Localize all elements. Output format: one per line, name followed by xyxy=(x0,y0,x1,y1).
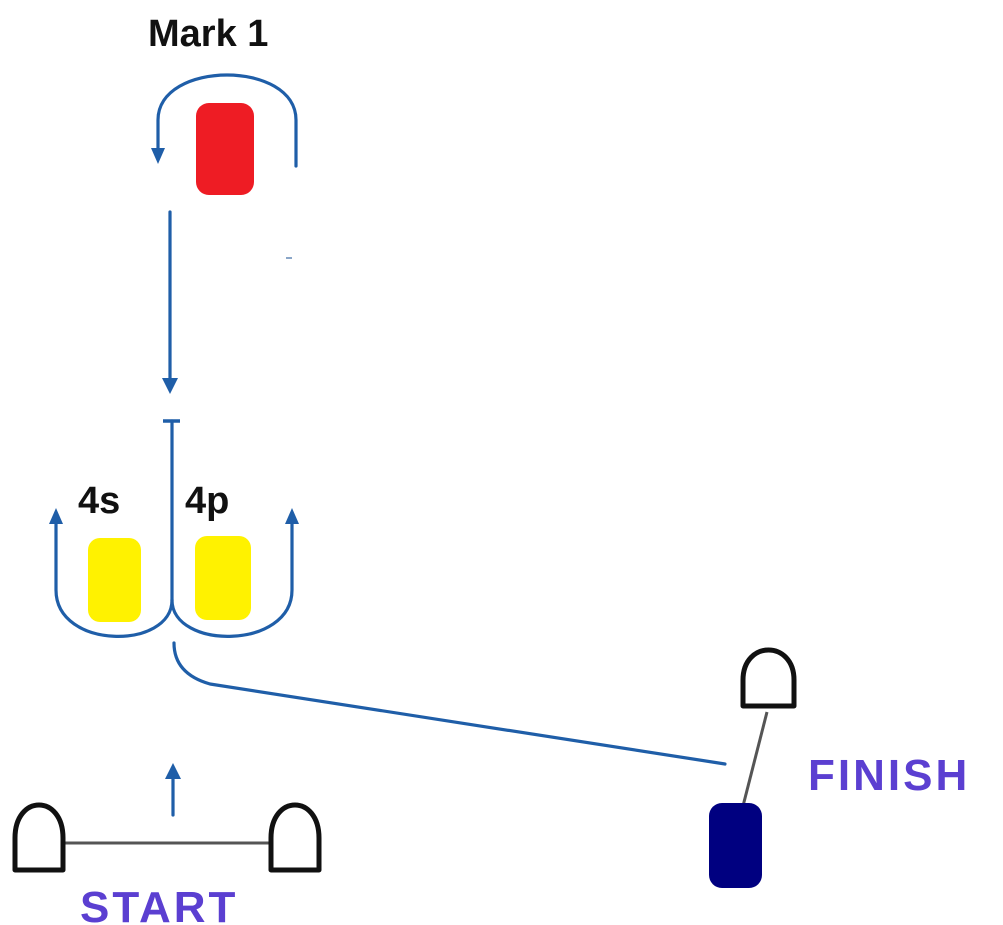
start-arrow-head xyxy=(165,763,181,779)
gate-4s-arrow-head xyxy=(49,508,63,524)
gate-4p-rounding-path xyxy=(170,518,294,638)
start-label: START xyxy=(80,883,238,925)
gate-4s-label: 4s xyxy=(78,480,120,522)
finish-label: FINISH xyxy=(808,751,970,800)
mark1-arrow-head xyxy=(151,148,165,164)
finish-navy-mark-icon xyxy=(709,803,762,888)
finish-line xyxy=(741,711,769,807)
gate-4p-arrow-head xyxy=(285,508,299,524)
mark1-label: Mark 1 xyxy=(148,13,268,55)
mark1-red-mark-icon xyxy=(196,103,254,195)
gate-4s-rounding-path xyxy=(54,518,174,638)
start-left-committee-boat-icon xyxy=(12,802,66,873)
gate-4s-yellow-mark-icon xyxy=(88,538,141,622)
downwind-arrow-head xyxy=(162,378,178,394)
gate-4p-label: 4p xyxy=(185,480,229,522)
gate-4p-yellow-mark-icon xyxy=(195,536,251,620)
mark1-rounding-path xyxy=(156,73,298,168)
start-right-committee-boat-icon xyxy=(268,802,322,873)
finish-leg-path xyxy=(172,641,727,766)
finish-committee-boat-icon xyxy=(740,647,797,709)
